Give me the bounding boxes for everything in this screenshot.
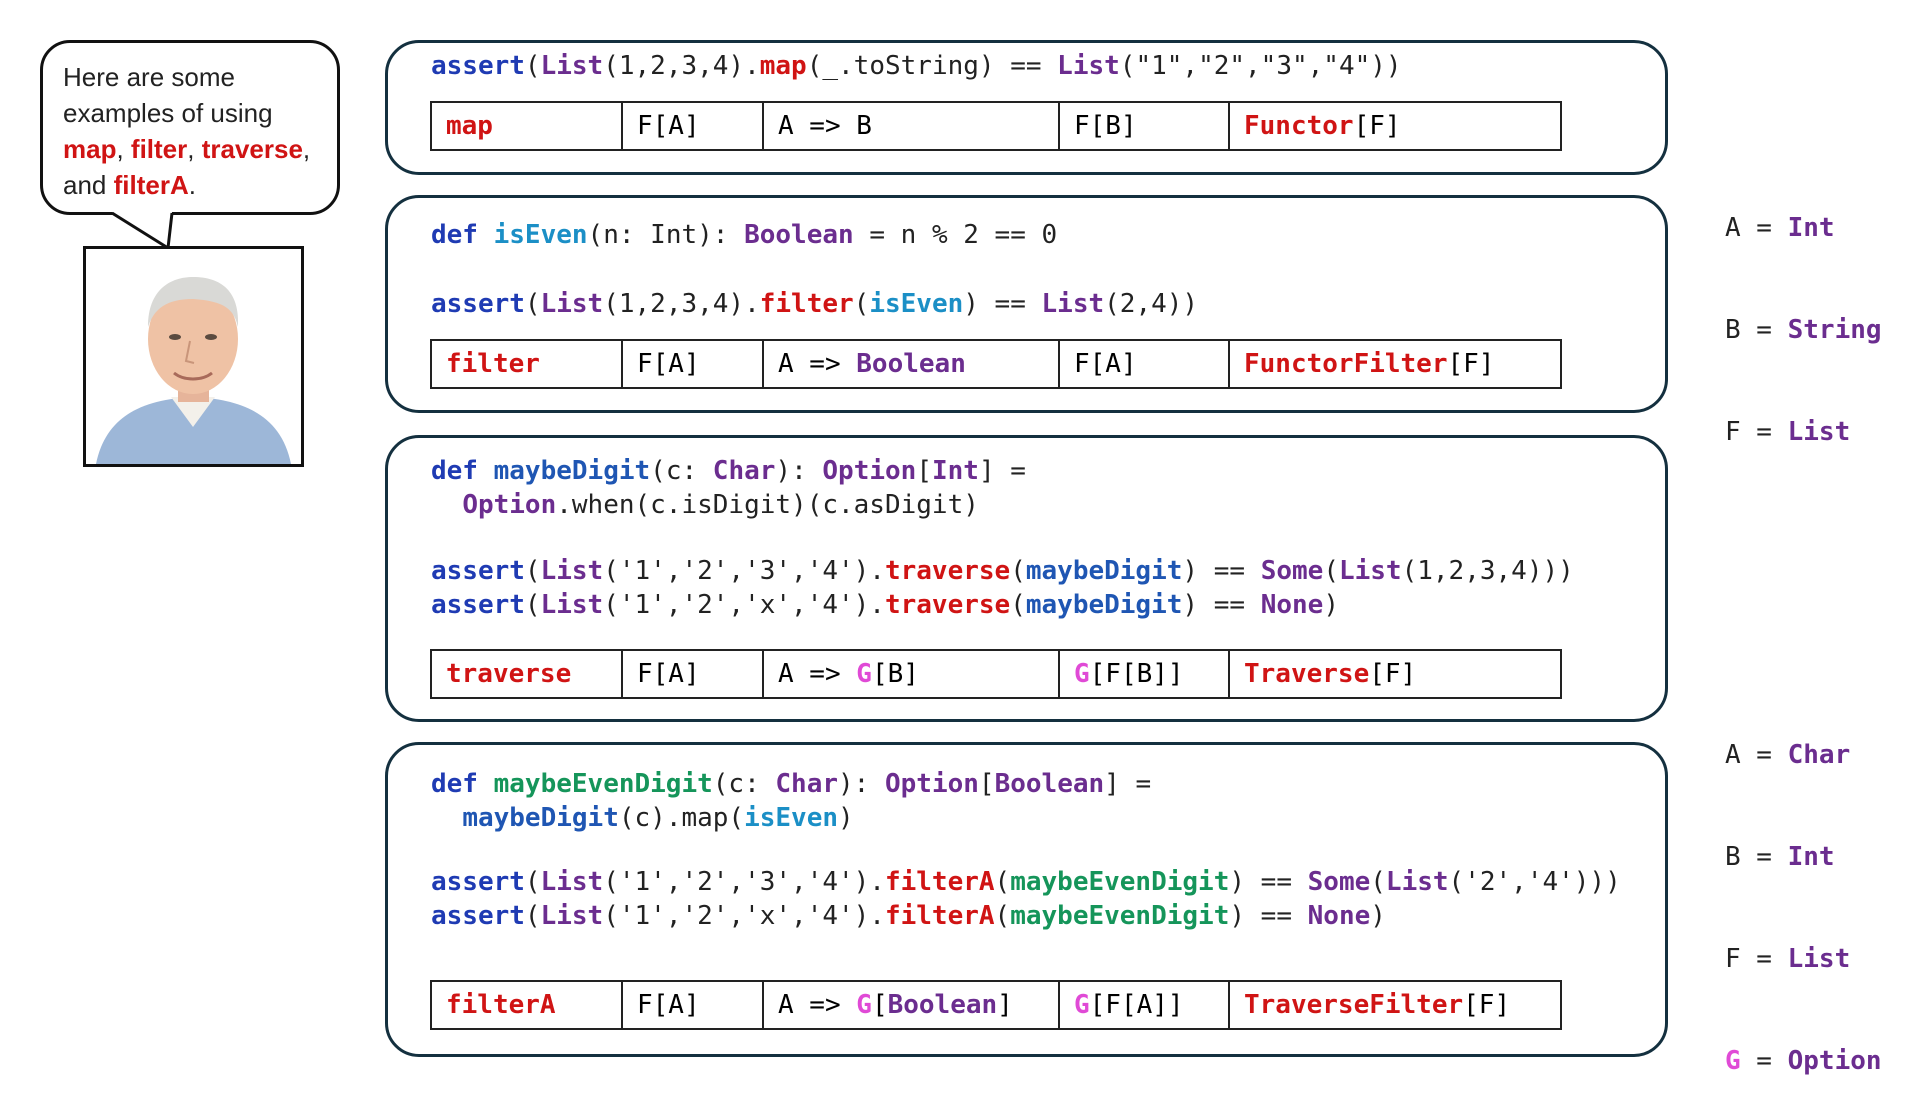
- code-line: assert(List('1','2','x','4').filterA(may…: [431, 901, 1386, 931]
- sig-input-type: F[A]: [623, 103, 764, 149]
- bubble-and: and: [63, 170, 114, 200]
- sig-typeclass: FunctorFilter[F]: [1244, 349, 1495, 379]
- sig-typeclass: TraverseFilter[F]: [1244, 990, 1511, 1020]
- avatar-illustration: [86, 249, 301, 464]
- sig-output-type: G[F[A]]: [1060, 982, 1230, 1028]
- code-line: maybeDigit(c).map(isEven): [462, 803, 854, 833]
- legend-row: B = Int: [1725, 842, 1835, 872]
- panel-map: assert(List(1,2,3,4).map(_.toString) == …: [385, 40, 1668, 175]
- signature-table-traverse: traverse F[A] A => G[B] G[F[B]] Traverse…: [430, 649, 1562, 699]
- sig-typeclass: Functor[F]: [1244, 111, 1401, 141]
- bubble-traverse: traverse: [201, 134, 303, 164]
- bubble-filtera: filterA: [113, 170, 189, 200]
- code-line: Option.when(c.isDigit)(c.asDigit): [462, 490, 979, 520]
- sig-function-name: map: [432, 103, 623, 149]
- bubble-line-4: and filterA.: [63, 167, 317, 203]
- sig-function-name: filter: [432, 341, 623, 387]
- type-legend-bottom: A = Char B = Int F = List G = Option: [1725, 670, 1882, 1112]
- type-legend-top: A = Int B = String F = List: [1725, 143, 1882, 483]
- speech-bubble: Here are some examples of using map, fil…: [40, 40, 340, 215]
- bubble-comma-3: ,: [302, 134, 311, 164]
- sig-typeclass: Traverse[F]: [1244, 659, 1417, 689]
- code-line: def maybeDigit(c: Char): Option[Int] =: [431, 456, 1026, 486]
- sig-output-type: G[F[B]]: [1060, 651, 1230, 697]
- sig-function-type: A => G[Boolean]: [764, 982, 1060, 1028]
- legend-row: A = Char: [1725, 740, 1851, 770]
- sig-function-name: filterA: [432, 982, 623, 1028]
- bubble-line-2: examples of using: [63, 98, 273, 128]
- code-line: assert(List('1','2','x','4').traverse(ma…: [431, 590, 1339, 620]
- sig-function-type: A => G[B]: [764, 651, 1060, 697]
- bubble-filter: filter: [130, 134, 188, 164]
- sig-function-name: traverse: [432, 651, 623, 697]
- signature-table-map: map F[A] A => B F[B] Functor[F]: [430, 101, 1562, 151]
- signature-table-filter: filter F[A] A => Boolean F[A] FunctorFil…: [430, 339, 1562, 389]
- bubble-map: map: [63, 134, 117, 164]
- bubble-comma-2: ,: [187, 134, 202, 164]
- panel-filtera: def maybeEvenDigit(c: Char): Option[Bool…: [385, 742, 1668, 1057]
- code-line: assert(List(1,2,3,4).map(_.toString) == …: [431, 51, 1402, 81]
- sig-output-type: F[B]: [1060, 103, 1230, 149]
- sig-input-type: F[A]: [623, 651, 764, 697]
- legend-row: A = Int: [1725, 213, 1835, 243]
- bubble-period: .: [188, 170, 196, 200]
- legend-row: F = List: [1725, 944, 1851, 974]
- code-line: assert(List('1','2','3','4').filterA(may…: [431, 867, 1621, 897]
- panel-filter: def isEven(n: Int): Boolean = n % 2 == 0…: [385, 195, 1668, 413]
- legend-row: F = List: [1725, 417, 1851, 447]
- signature-table-filtera: filterA F[A] A => G[Boolean] G[F[A]] Tra…: [430, 980, 1562, 1030]
- sig-function-type: A => B: [764, 103, 1060, 149]
- code-line: assert(List(1,2,3,4).filter(isEven) == L…: [431, 289, 1199, 319]
- bubble-line-1: Here are some: [63, 62, 235, 92]
- code-line: def maybeEvenDigit(c: Char): Option[Bool…: [431, 769, 1152, 799]
- bubble-comma-1: ,: [116, 134, 131, 164]
- code-line: def isEven(n: Int): Boolean = n % 2 == 0: [431, 220, 1058, 250]
- panel-traverse: def maybeDigit(c: Char): Option[Int] = O…: [385, 435, 1668, 722]
- sig-input-type: F[A]: [623, 341, 764, 387]
- sig-function-type: A => Boolean: [764, 341, 1060, 387]
- bubble-line-3: map, filter, traverse,: [63, 131, 317, 167]
- sig-input-type: F[A]: [623, 982, 764, 1028]
- sig-output-type: F[A]: [1060, 341, 1230, 387]
- legend-row: G = Option: [1725, 1046, 1882, 1076]
- legend-row: B = String: [1725, 315, 1882, 345]
- code-line: assert(List('1','2','3','4').traverse(ma…: [431, 556, 1574, 586]
- avatar-photo: [83, 246, 304, 467]
